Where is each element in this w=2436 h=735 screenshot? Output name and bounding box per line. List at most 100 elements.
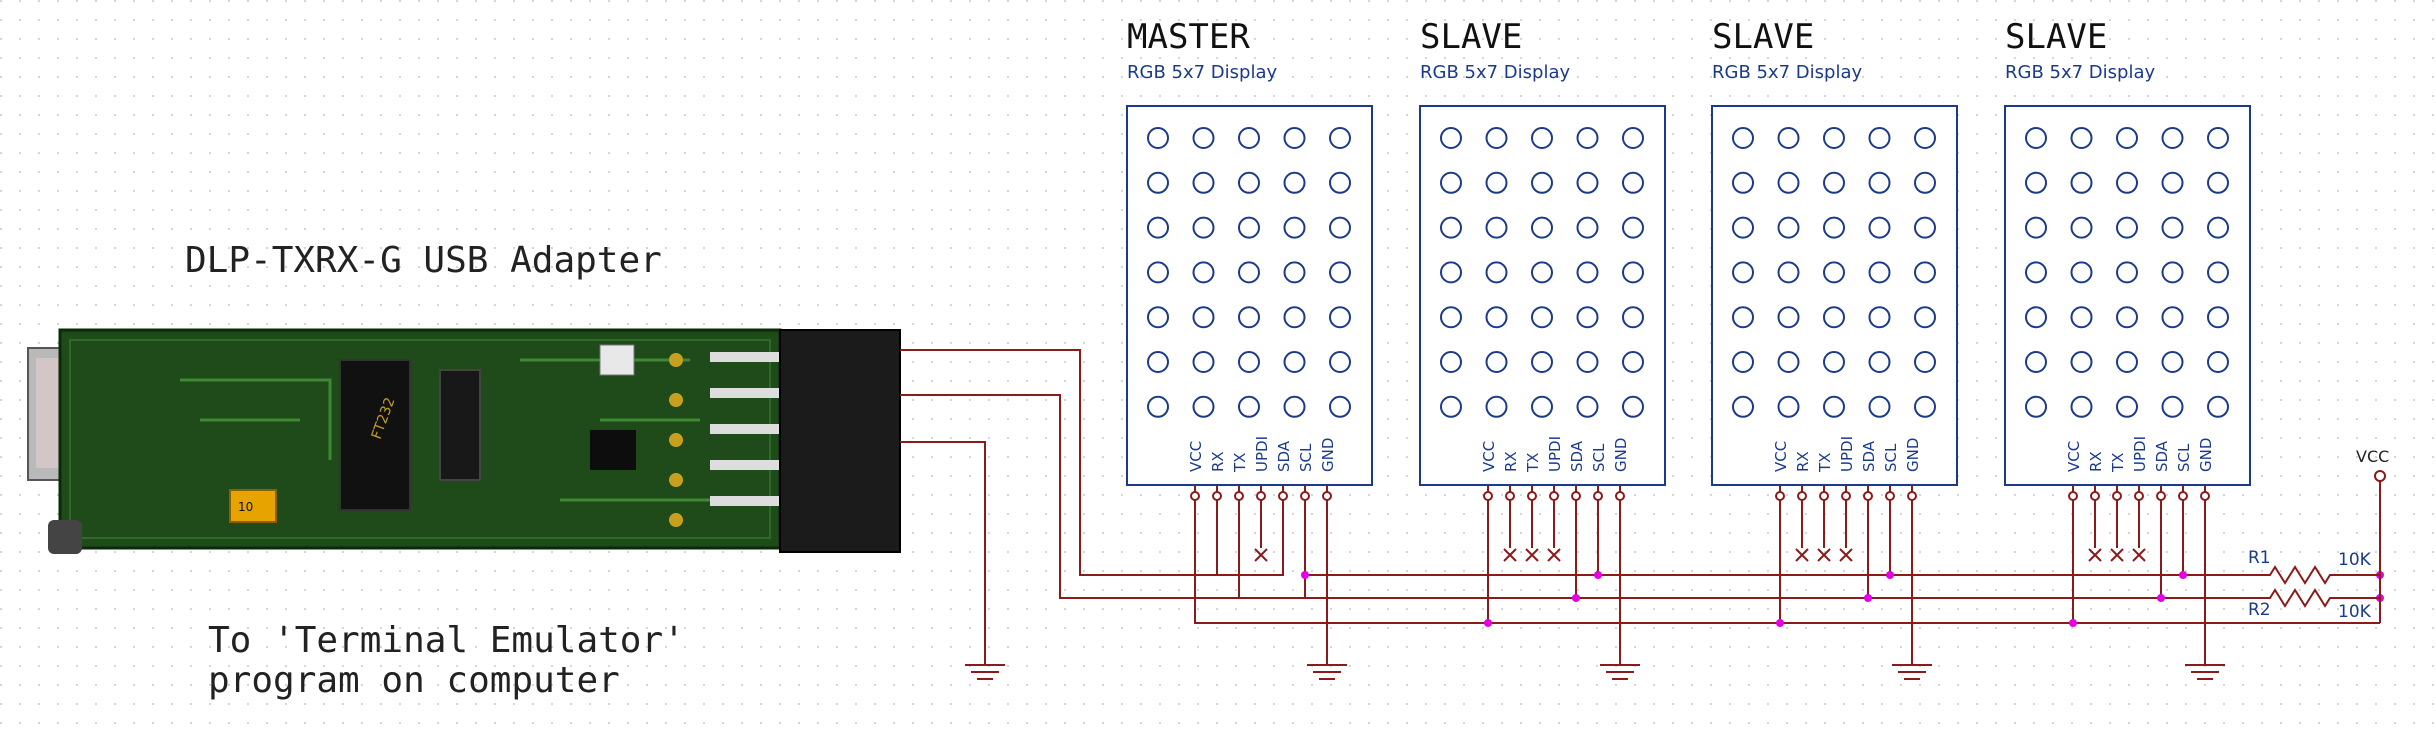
pin-label-gnd: GND [2197, 438, 2215, 472]
led-dot [2070, 351, 2093, 373]
led-dot [1192, 127, 1215, 149]
led-dot [1732, 395, 1754, 418]
pin-label-sda: SDA [1275, 440, 1293, 472]
led-dot [1868, 171, 1891, 194]
led-dot [2025, 216, 2047, 239]
led-dot [1329, 306, 1351, 329]
pin-terminal [2068, 491, 2078, 501]
pin-terminal [1615, 491, 1625, 501]
led-dot [1732, 216, 1754, 239]
pin-terminal [1885, 491, 1895, 501]
led-2 [669, 393, 683, 407]
pin-label-tx: TX [2109, 453, 2127, 473]
led-dot [2025, 171, 2047, 194]
junction-dot [2069, 619, 2077, 627]
led-dot [1238, 351, 1260, 373]
led-dot [2207, 395, 2229, 418]
led-dot [1531, 261, 1553, 284]
pin-label-gnd: GND [1319, 438, 1337, 472]
led-dot [1823, 351, 1845, 373]
led-dot [1531, 351, 1553, 373]
no-connect-mark [1839, 548, 1853, 562]
pin-terminal [1841, 491, 1851, 501]
led-dot [1485, 395, 1508, 418]
no-connect-mark [2110, 548, 2124, 562]
pin-terminal [1819, 491, 1829, 501]
pin-label-scl: SCL [1590, 443, 1608, 472]
led-dot [1823, 395, 1845, 418]
pin-terminal [1797, 491, 1807, 501]
display-role-label: SLAVE [2005, 17, 2107, 57]
wiring [900, 349, 2384, 680]
led-dot [1732, 351, 1754, 373]
pin-terminal [1527, 491, 1537, 501]
led-dot [2025, 127, 2047, 149]
pin-label-scl: SCL [1297, 443, 1315, 472]
pin-label-sda: SDA [1568, 440, 1586, 472]
pin-label-gnd: GND [1612, 438, 1630, 472]
led-dot [2207, 171, 2229, 194]
led-dot [1576, 127, 1599, 149]
junction-dot [1484, 619, 1492, 627]
led-dot [1147, 216, 1169, 239]
led-dot [1732, 306, 1754, 329]
pin-terminal [2112, 491, 2122, 501]
led-dot [1868, 127, 1891, 149]
led-dot [1531, 395, 1553, 418]
led-dot [1440, 351, 1462, 373]
led-dot [2116, 261, 2138, 284]
pin-terminal [1571, 491, 1581, 501]
pin-terminal [1907, 491, 1917, 501]
pin-terminal [1190, 491, 1200, 501]
led-dot [1440, 216, 1462, 239]
ground-symbol [2185, 664, 2225, 680]
led-dot [1329, 127, 1351, 149]
pin-label-rx: RX [2087, 451, 2105, 472]
led-dot [1283, 306, 1306, 329]
pin-label-rx: RX [1794, 451, 1812, 472]
led-dot [1147, 351, 1169, 373]
pin-label-rx: RX [1502, 451, 1520, 472]
adapter-wire-1 [900, 349, 1284, 576]
display-outline [2004, 105, 2251, 486]
pin-label-tx: TX [1231, 453, 1249, 473]
led-dot [1485, 216, 1508, 239]
tantalum-capacitor [229, 489, 277, 523]
led-dot [2207, 351, 2229, 373]
led-3 [669, 433, 683, 447]
led-dot [2161, 171, 2184, 194]
junction-dot [1776, 619, 1784, 627]
led-dot [1238, 261, 1260, 284]
display-subtitle: RGB 5x7 Display [2005, 62, 2156, 83]
ground-symbol [965, 664, 1005, 680]
led-dot [1485, 306, 1508, 329]
led-dot [1147, 306, 1169, 329]
vcc-label: VCC [2356, 447, 2389, 466]
pin-terminal [2178, 491, 2188, 501]
led-dot [1238, 216, 1260, 239]
led-dot [1914, 127, 1936, 149]
pin-label-scl: SCL [1882, 443, 1900, 472]
pin-label-vcc: VCC [2065, 441, 2083, 472]
pin-terminal [1863, 491, 1873, 501]
led-dot [1823, 171, 1845, 194]
led-dot [2207, 306, 2229, 329]
led-dot [1777, 351, 1800, 373]
no-connect-mark [1817, 548, 1831, 562]
led-5 [669, 513, 683, 527]
pin-terminal [1278, 491, 1288, 501]
junction-dot [2179, 571, 2187, 579]
pin-terminal [1593, 491, 1603, 501]
ground-symbol [1307, 664, 1347, 680]
usb-adapter-board: DLP-TXRX-G USB Adapter FT232 10 [27, 240, 901, 554]
led-dot [1192, 216, 1215, 239]
led-dot [2161, 261, 2184, 284]
pin-label-updi: UPDI [1546, 436, 1564, 472]
led-dot [1485, 351, 1508, 373]
led-dot [1732, 127, 1754, 149]
